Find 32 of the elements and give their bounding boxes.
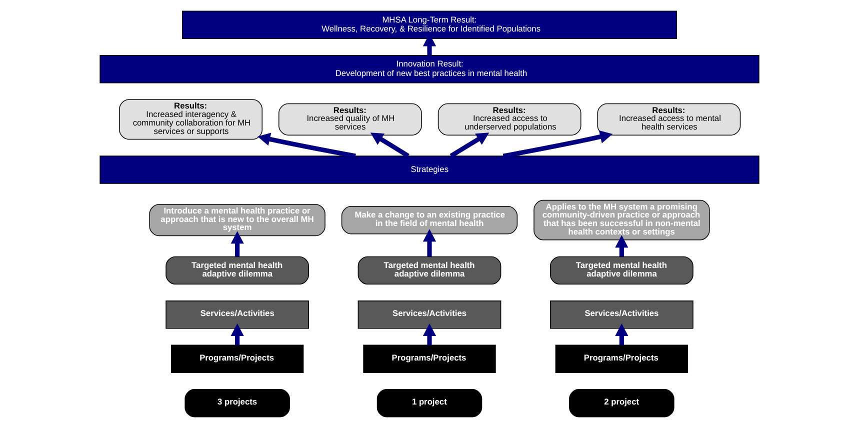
node-box: Results: Increased access to mental health services bbox=[596, 103, 740, 136]
node-box: Applies to the MH system a promising community-driven practice or approach that has been successful in non-mental health contexts or settings bbox=[533, 200, 710, 240]
arrow bbox=[370, 132, 409, 158]
arrow bbox=[422, 229, 436, 257]
arrow bbox=[422, 323, 436, 346]
node-box: Targeted mental health adaptive dilemma bbox=[550, 256, 693, 285]
node-box: Targeted mental health adaptive dilemma bbox=[357, 256, 501, 285]
node-box: 1 project bbox=[376, 389, 482, 418]
arrow bbox=[614, 235, 628, 257]
node-box: Services/Activities bbox=[357, 300, 501, 329]
node-box: Results: Increased interagency & community collaboration for MH services or supports bbox=[118, 99, 262, 140]
node-box: Programs/Projects bbox=[362, 344, 496, 373]
node-box: Programs/Projects bbox=[554, 344, 688, 373]
node-box: 2 project bbox=[568, 389, 674, 418]
node-box: Programs/Projects bbox=[170, 344, 304, 373]
node-box: Results: Increased quality of MH services bbox=[278, 103, 422, 136]
node-box: Results: Increased access to underserved populations bbox=[437, 103, 581, 136]
arrow bbox=[230, 231, 244, 257]
node-box: Services/Activities bbox=[165, 300, 308, 329]
node-box: Innovation Result: Development of new best practices in mental health bbox=[99, 55, 759, 84]
arrow bbox=[257, 132, 356, 158]
node-box: Services/Activities bbox=[550, 300, 693, 329]
arrow bbox=[449, 132, 489, 158]
arrow bbox=[614, 323, 628, 346]
node-box: Targeted mental health adaptive dilemma bbox=[165, 256, 308, 285]
node-box: Strategies bbox=[99, 156, 759, 184]
node-box: Introduce a mental health practice or approach that is new to the overall MH system bbox=[148, 204, 325, 236]
node-box: Make a change to an existing practice in the field of mental health bbox=[340, 206, 518, 234]
node-box: 3 projects bbox=[184, 389, 290, 418]
node-box: MHSA Long-Term Result: Wellness, Recovery, & Resilience for Identified Populations bbox=[182, 10, 676, 39]
arrow bbox=[502, 130, 612, 158]
arrow bbox=[230, 323, 244, 346]
